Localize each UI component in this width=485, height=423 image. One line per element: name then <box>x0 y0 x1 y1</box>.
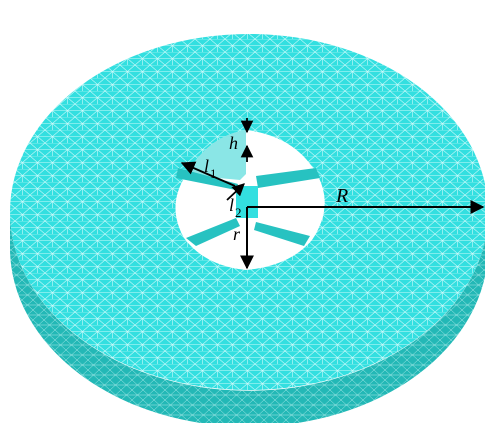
l1-subscript: 1 <box>210 166 217 181</box>
l1-dimension-arrow <box>180 161 236 187</box>
l1-label: l <box>204 156 209 176</box>
hole-slots <box>176 130 320 246</box>
l2-subscript: 2 <box>235 205 242 220</box>
l2-label: l <box>229 195 234 215</box>
r-label: r <box>233 224 241 244</box>
annotations: h l 1 l 2 R r <box>180 118 485 270</box>
h-label: h <box>229 133 238 153</box>
l2-dimension-arrow <box>226 183 245 201</box>
R-label: R <box>335 185 348 207</box>
disk-side <box>10 212 485 423</box>
